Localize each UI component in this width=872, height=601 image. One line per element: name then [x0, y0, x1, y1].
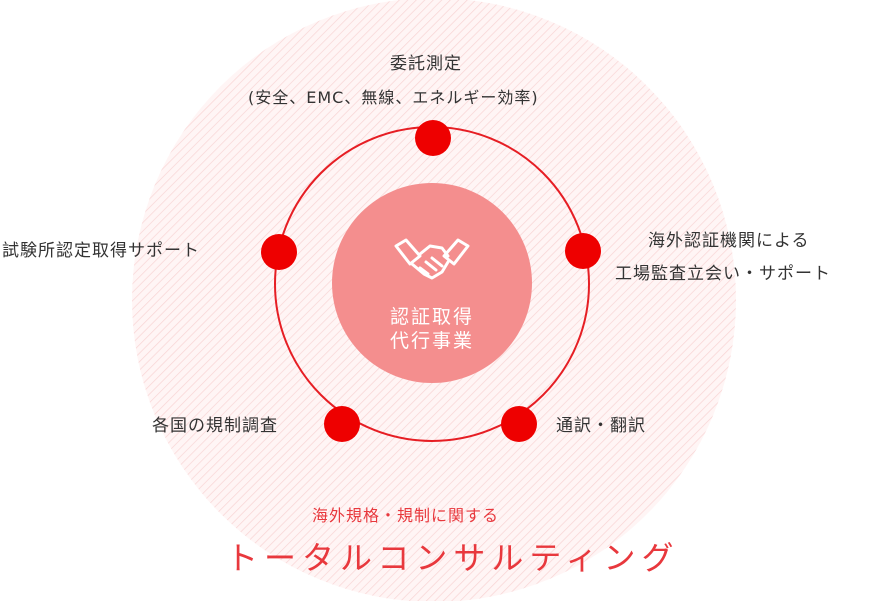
node-bottom-left: [324, 406, 360, 442]
bottom-left-node-label: 各国の規制調査: [152, 416, 278, 436]
footer-title: トータルコンサルティング: [226, 539, 680, 577]
footer-subtitle: 海外規格・規制に関する: [312, 506, 500, 525]
center-label-line1: 認証取得: [389, 306, 474, 328]
left-node-label: 試験所認定取得サポート: [2, 241, 200, 261]
top-node-label-1: 委託測定: [390, 54, 462, 74]
bottom-right-node-label: 通訳・翻訳: [556, 416, 646, 436]
right-node-label-1: 海外認証機関による: [648, 231, 810, 251]
node-left: [261, 234, 297, 270]
center-circle: [332, 183, 532, 383]
right-node-label-2: 工場監査立会い・サポート: [615, 264, 831, 284]
node-right: [565, 233, 601, 269]
top-node-label-2: (安全、EMC、無線、エネルギー効率): [248, 88, 539, 107]
center-label: 認証取得 代行事業: [382, 306, 482, 354]
node-top: [415, 120, 451, 156]
node-bottom-right: [501, 406, 537, 442]
handshake-icon: [394, 238, 470, 280]
center-label-line2: 代行事業: [389, 329, 474, 352]
